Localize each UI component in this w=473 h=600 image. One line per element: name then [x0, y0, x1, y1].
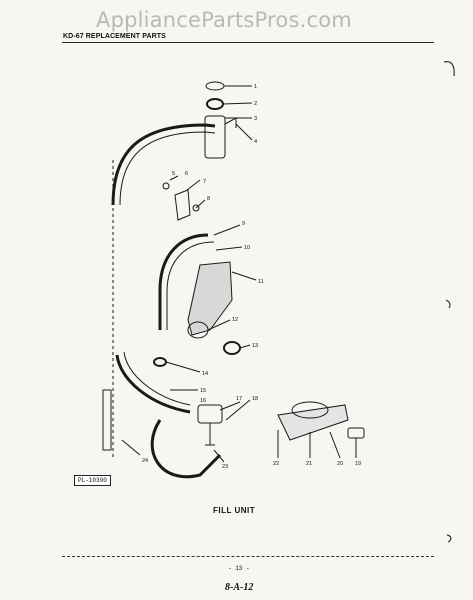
- part-2-nut: [206, 98, 224, 110]
- callout-1: 1: [254, 84, 257, 90]
- drain-hose: [150, 419, 222, 479]
- callout-5: 5: [172, 171, 175, 177]
- callout-11: 11: [258, 279, 264, 285]
- callout-13: 13: [252, 343, 258, 349]
- part-13-grommet: [223, 341, 241, 355]
- header-divider: [62, 42, 434, 43]
- part-21-valve-body: [277, 404, 349, 441]
- upper-hose: [111, 123, 216, 206]
- callout-2: 2: [254, 101, 257, 107]
- callout-23: 23: [222, 464, 228, 470]
- callout-19: 19: [355, 461, 361, 467]
- callout-8: 8: [207, 196, 210, 202]
- callout-10: 10: [244, 245, 250, 251]
- page-code: 8-A-12: [225, 582, 254, 593]
- callout-4: 4: [254, 139, 257, 145]
- page-header-title: KD-67 REPLACEMENT PARTS: [63, 33, 166, 40]
- fill-hose: [158, 233, 209, 330]
- page-number: - 13 -: [228, 565, 250, 572]
- left-pipe: [102, 389, 112, 451]
- part-14-clamp: [153, 357, 167, 367]
- part-19-fitting: [347, 427, 365, 439]
- watermark-text: AppliancePartsPros.com: [96, 8, 352, 32]
- callout-18: 18: [252, 396, 258, 402]
- callout-3: 3: [254, 116, 257, 122]
- callout-6: 6: [185, 171, 188, 177]
- callout-24: 24: [142, 458, 148, 464]
- callout-22: 22: [273, 461, 279, 467]
- callout-9: 9: [242, 221, 245, 227]
- footer-divider: [62, 556, 434, 557]
- callout-16: 16: [200, 398, 206, 404]
- callout-12: 12: [232, 317, 238, 323]
- callout-7: 7: [203, 179, 206, 185]
- part-17-valve: [197, 404, 223, 424]
- callout-15: 15: [200, 388, 206, 394]
- part-7-bracket: [174, 189, 191, 221]
- part-1-cap: [205, 81, 225, 91]
- part-4-fitting: [204, 115, 226, 159]
- callout-20: 20: [337, 461, 343, 467]
- plate-label: PL-10390: [74, 475, 111, 486]
- callout-14: 14: [202, 371, 208, 377]
- margin-mark: [443, 61, 455, 77]
- callout-21: 21: [306, 461, 312, 467]
- callout-17: 17: [236, 396, 242, 402]
- figure-caption: FILL UNIT: [213, 506, 256, 515]
- lower-hose: [115, 354, 191, 414]
- part-11-fill-cup: [187, 261, 233, 336]
